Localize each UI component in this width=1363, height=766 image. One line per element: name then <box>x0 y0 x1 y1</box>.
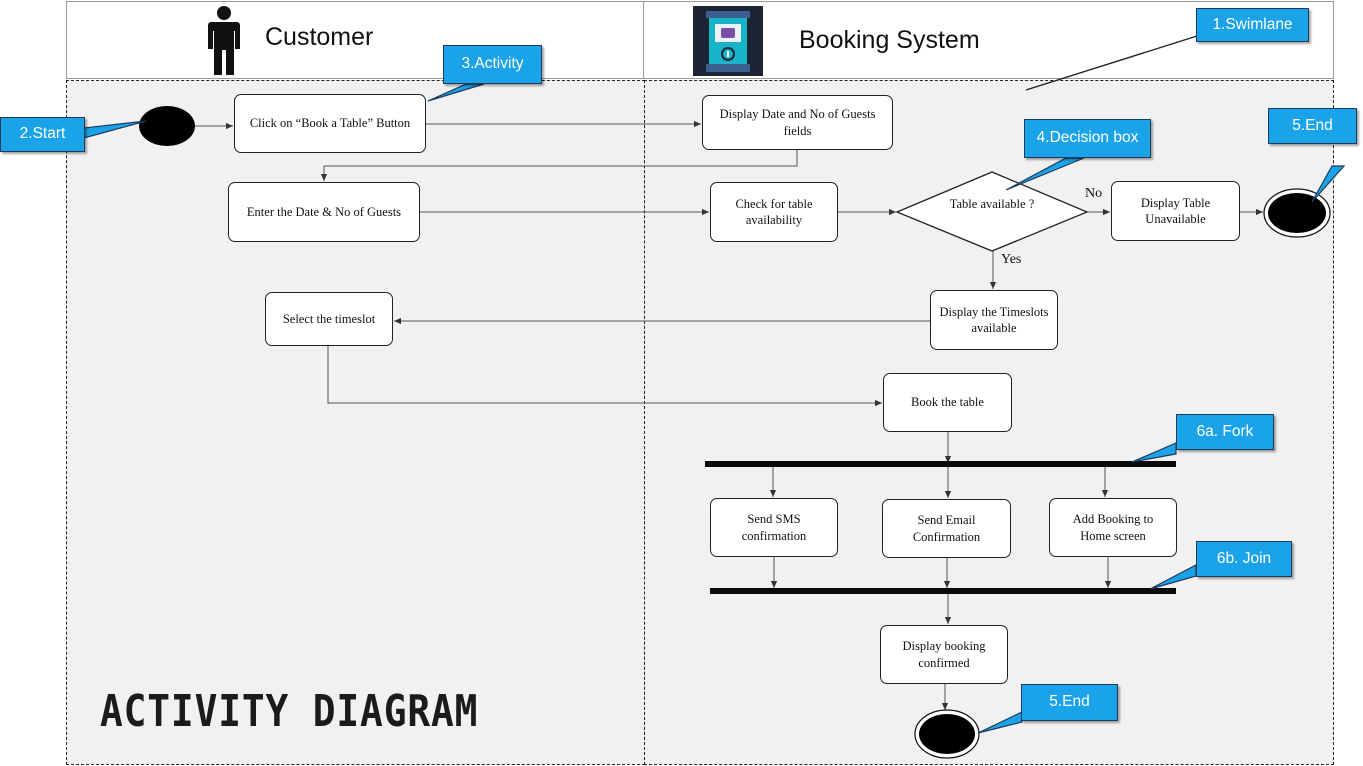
edge-select-book <box>327 346 882 407</box>
callout-start: 2.Start <box>0 117 85 152</box>
customer-lane-title: Customer <box>265 23 374 51</box>
edge-label-no: No <box>1085 186 1103 201</box>
callout-pointer-decision <box>1005 157 1085 191</box>
node-send-email: Send Email Confirmation <box>882 499 1011 558</box>
system-lane-title: Booking System <box>799 26 980 54</box>
callout-pointer-end-bottom <box>977 711 1023 734</box>
node-display-confirmed: Display booking confirmed <box>880 625 1008 684</box>
system-lane-border <box>644 80 1334 765</box>
end-node-bottom <box>919 714 975 754</box>
node-add-booking: Add Booking to Home screen <box>1049 498 1177 557</box>
start-node <box>139 106 195 146</box>
end-node-top <box>1268 193 1326 233</box>
node-display-timeslots: Display the Timeslots available <box>930 290 1058 350</box>
kiosk-icon <box>693 6 763 76</box>
callout-swimlane: 1.Swimlane <box>1196 8 1309 42</box>
callout-pointer-join <box>1149 564 1197 590</box>
callout-pointer-end-top <box>1311 165 1346 203</box>
callout-end-bottom: 5.End <box>1021 684 1118 721</box>
join-bar <box>710 588 1176 594</box>
callout-fork: 6a. Fork <box>1176 414 1274 450</box>
fork-bar <box>705 461 1176 467</box>
node-check-availability: Check for table availability <box>710 182 838 242</box>
node-display-date-fields: Display Date and No of Guests fields <box>702 95 893 150</box>
callout-end-top: 5.End <box>1268 108 1357 144</box>
person-icon <box>208 6 240 75</box>
node-enter-date-guests: Enter the Date & No of Guests <box>228 182 420 242</box>
node-display-unavailable: Display Table Unavailable <box>1111 181 1240 241</box>
decision-label: Table available ? <box>949 197 1035 211</box>
customer-lane-header <box>66 1 644 79</box>
node-send-sms: Send SMS confirmation <box>710 498 838 557</box>
edge-label-yes: Yes <box>1001 252 1022 267</box>
callout-pointer-activity <box>427 83 485 102</box>
node-select-timeslot: Select the timeslot <box>265 292 393 346</box>
callout-join: 6b. Join <box>1196 541 1292 577</box>
callout-activity: 3.Activity <box>443 45 542 84</box>
callout-pointer-start <box>83 120 147 139</box>
callout-decision-box: 4.Decision box <box>1024 119 1151 158</box>
node-book-table: Book the table <box>883 373 1012 432</box>
edge-display-enter <box>320 150 798 181</box>
decision-diamond <box>895 171 1089 252</box>
callout-pointer-swimlane <box>1025 35 1198 91</box>
diagram-title-watermark: ACTIVITY DIAGRAM <box>100 686 479 737</box>
node-click-book-table: Click on “Book a Table” Button <box>234 94 426 153</box>
callout-pointer-fork <box>1131 442 1177 463</box>
